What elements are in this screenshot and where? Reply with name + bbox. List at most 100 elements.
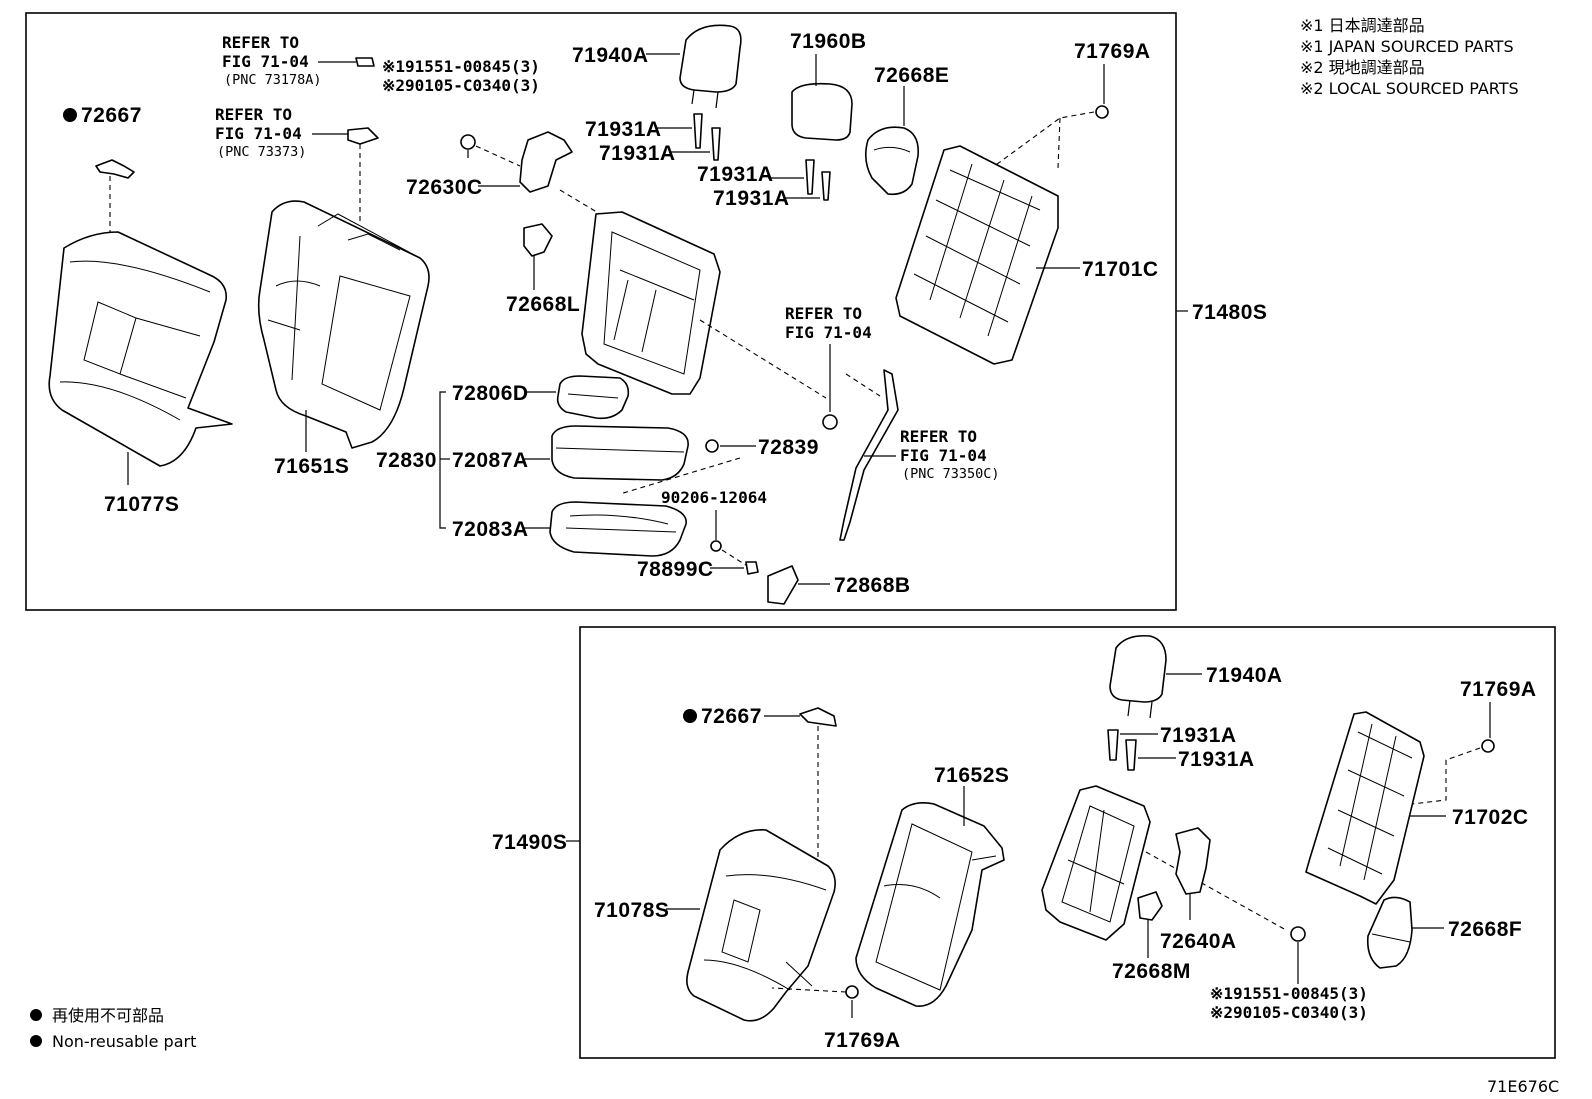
clip-78899C: [745, 561, 759, 575]
refer-to-b: REFER TO: [215, 105, 292, 124]
cover-72668E: [864, 126, 920, 196]
label-71480S: 71480S: [1192, 301, 1267, 324]
legend-nonreusable-en: Non-reusable part: [52, 1032, 196, 1051]
nut-seatbelt: [822, 414, 838, 430]
legend-japan-en: ※1 JAPAN SOURCED PARTS: [1300, 37, 1514, 56]
clip-73178A: [355, 57, 375, 67]
clip-72839: [705, 439, 719, 453]
bracket-73373: [347, 127, 379, 145]
legend-nonreusable-jp: 再使用不可部品: [52, 1006, 164, 1025]
seatback-board-71701C: [895, 145, 1059, 365]
screw-71769A-top: [1095, 105, 1109, 119]
note-japan-bolt-top: ※191551-00845(3): [382, 57, 540, 76]
seatbelt-73350C: [839, 369, 899, 541]
cover-72668F: [1366, 896, 1413, 969]
label-71701C: 71701C: [1082, 258, 1159, 281]
refer-fig-a: FIG 71-04: [222, 52, 309, 71]
cover-72868B: [767, 565, 799, 605]
clip-72667-bottom: [799, 707, 837, 727]
label-72668E: 72668E: [874, 64, 949, 87]
label-72668M: 72668M: [1112, 960, 1191, 983]
label-72830: 72830: [376, 449, 437, 472]
seatback-board-71702C: [1305, 711, 1425, 905]
note-local-bolt-top: ※290105-C0340(3): [382, 76, 540, 95]
refer-to-a: REFER TO: [222, 33, 299, 52]
armrest-pad-72087A: [551, 425, 689, 481]
clip-72667-top: [95, 159, 135, 179]
refer-fig-d: FIG 71-04: [900, 446, 987, 465]
legend-local-en: ※2 LOCAL SOURCED PARTS: [1300, 79, 1519, 98]
bolt-bottom: [1290, 926, 1306, 942]
headrest-support-71931A: [1125, 739, 1137, 771]
label-71078S: 71078S: [594, 899, 669, 922]
bottom-assembly-frame: [579, 626, 1556, 1059]
refer-to-d: REFER TO: [900, 427, 977, 446]
label-90206-12064: 90206-12064: [661, 488, 767, 507]
headrest-support-71931A: [805, 159, 815, 195]
seatback-frame: [581, 211, 721, 395]
refer-pnc-73350C: (PNC 73350C): [902, 466, 1000, 482]
label-71931A-1: 71931A: [585, 118, 662, 141]
label-71769A-bottom-right: 71769A: [1460, 678, 1537, 701]
headrest-71940A-bottom: [1109, 634, 1167, 703]
screw-71769A-bottom-left: [845, 985, 859, 999]
label-71490S: 71490S: [492, 831, 567, 854]
label-72668L: 72668L: [506, 293, 580, 316]
label-72640A: 72640A: [1160, 930, 1237, 953]
label-72087A: 72087A: [452, 449, 529, 472]
headrest-71960B: [791, 82, 853, 141]
label-72667-top: 72667: [81, 104, 142, 127]
screw-71769A-bottom-right: [1481, 739, 1495, 753]
nonreusable-dot-icon: [683, 709, 697, 723]
label-71931A-bottom-2: 71931A: [1178, 748, 1255, 771]
label-72868B: 72868B: [834, 574, 911, 597]
note-japan-bolt-bottom: ※191551-00845(3): [1210, 984, 1368, 1003]
label-72083A: 72083A: [452, 518, 529, 541]
label-71651S: 71651S: [274, 455, 349, 478]
label-71931A-4: 71931A: [713, 187, 790, 210]
refer-pnc-73373: (PNC 73373): [217, 144, 306, 160]
washer-90206: [710, 540, 722, 552]
recliner-bracket-72640A: [1175, 827, 1211, 895]
refer-pnc-73178A: (PNC 73178A): [224, 72, 322, 88]
clip-72668L: [523, 223, 553, 257]
label-72806D: 72806D: [452, 382, 529, 405]
legend-local-jp: ※2 現地調達部品: [1300, 58, 1425, 77]
nonreusable-dot-icon: [30, 1009, 42, 1021]
label-71931A-3: 71931A: [697, 163, 774, 186]
label-71931A-2: 71931A: [599, 142, 676, 165]
seatback-cover-71077S: [48, 231, 233, 467]
label-71702C: 71702C: [1452, 806, 1529, 829]
nonreusable-dot-icon: [30, 1035, 42, 1047]
seatback-frame-bottom: [1041, 785, 1151, 941]
headrest-71940A-top: [679, 24, 742, 93]
label-72668F: 72668F: [1448, 918, 1522, 941]
label-72667-bottom: 72667: [701, 705, 762, 728]
figure-id: 71E676C: [1487, 1077, 1559, 1096]
clip-72668M: [1137, 891, 1163, 921]
note-local-bolt-bottom: ※290105-C0340(3): [1210, 1003, 1368, 1022]
label-72630C: 72630C: [406, 176, 483, 199]
label-71940A-bottom: 71940A: [1206, 664, 1283, 687]
label-71077S: 71077S: [104, 493, 179, 516]
recliner-bracket-72630C: [519, 131, 573, 193]
label-71940A-top: 71940A: [572, 44, 649, 67]
nonreusable-dot-icon: [63, 108, 77, 122]
refer-fig-b: FIG 71-04: [215, 124, 302, 143]
armrest-base-72083A: [549, 501, 687, 557]
label-72839: 72839: [758, 436, 819, 459]
bolt-72630C: [460, 134, 476, 150]
seatback-pad-71652S: [855, 802, 1005, 1007]
label-78899C: 78899C: [637, 558, 714, 581]
label-71960B: 71960B: [790, 30, 867, 53]
seatback-cover-71078S: [686, 829, 836, 1022]
headrest-support-71931A: [821, 171, 831, 201]
headrest-support-71931A: [1107, 729, 1119, 761]
label-71769A-bottom-left: 71769A: [824, 1029, 901, 1052]
refer-to-c: REFER TO: [785, 304, 862, 323]
legend-japan-jp: ※1 日本調達部品: [1300, 16, 1425, 35]
headrest-support-71931A: [693, 113, 703, 149]
label-71652S: 71652S: [934, 764, 1009, 787]
armrest-part-72806D: [556, 375, 630, 420]
